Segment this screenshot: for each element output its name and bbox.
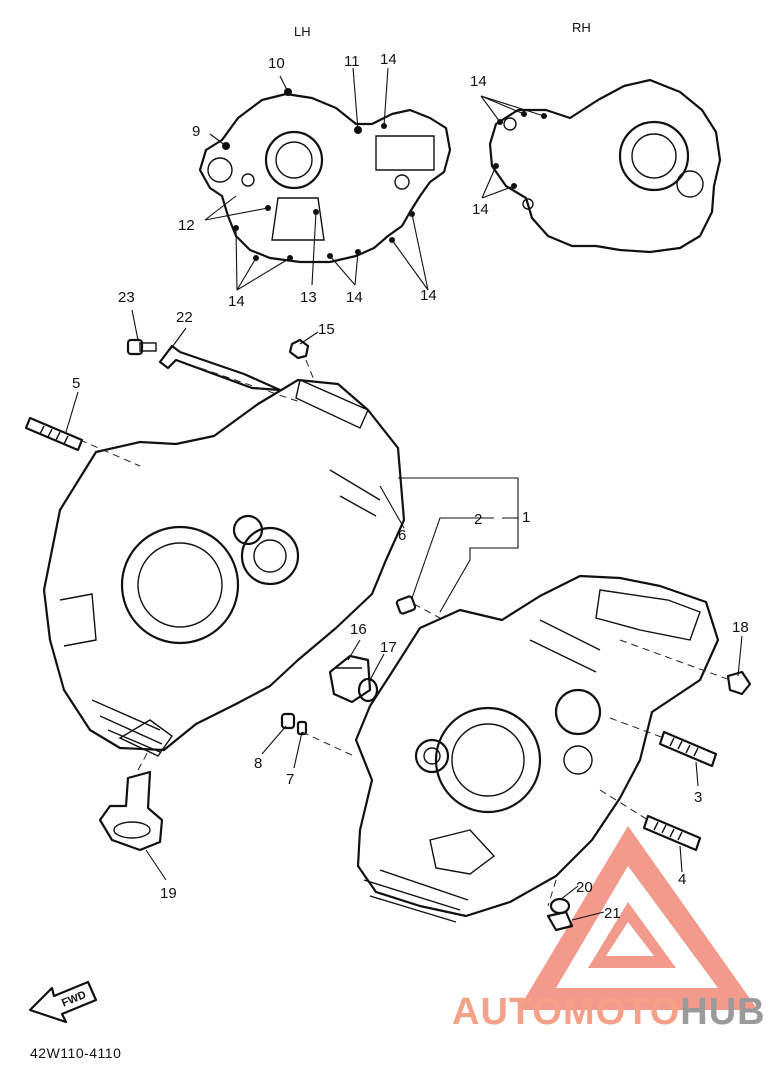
assembly-centerlines xyxy=(79,359,731,907)
o-ring-17 xyxy=(357,677,379,703)
callout-8: 8 xyxy=(254,755,262,772)
callout-22: 22 xyxy=(176,309,193,326)
svg-text:AUTOMOTOHUB: AUTOMOTOHUB xyxy=(452,991,766,1033)
stud-bolt-3 xyxy=(658,730,718,768)
brand-text-hub: HUB xyxy=(680,991,765,1033)
plate-22 xyxy=(158,344,282,392)
dowel-pin-2 xyxy=(395,595,417,615)
callout-9: 9 xyxy=(192,123,200,140)
callout-6: 6 xyxy=(398,527,406,544)
callout-17: 17 xyxy=(380,639,397,656)
fwd-arrow-icon: FWD xyxy=(28,980,98,1024)
brand-text-auto: AUTOMOTO xyxy=(452,991,680,1033)
callout-12: 12 xyxy=(178,217,195,234)
oil-strainer-19 xyxy=(98,770,164,852)
callout-14-rh-top: 14 xyxy=(470,73,487,90)
watermark-brand: AUTOMOTOHUB xyxy=(452,991,766,1033)
gasket-rh xyxy=(488,78,722,254)
callout-2: 2 xyxy=(474,511,482,528)
callout-10: 10 xyxy=(268,55,285,72)
callout-21: 21 xyxy=(604,905,621,922)
callout-14-lh-mid: 14 xyxy=(346,289,363,306)
callout-13: 13 xyxy=(300,289,317,306)
clip-18 xyxy=(726,670,752,696)
callout-23: 23 xyxy=(118,289,135,306)
nut-15 xyxy=(288,338,310,360)
callout-4: 4 xyxy=(678,871,686,888)
callout-19: 19 xyxy=(160,885,177,902)
callout-20: 20 xyxy=(576,879,593,896)
gasket-lh xyxy=(198,92,452,264)
plate-21 xyxy=(546,910,574,932)
callout-14-lh-top: 14 xyxy=(380,51,397,68)
callout-5: 5 xyxy=(72,375,80,392)
crankcase-right-half xyxy=(354,574,720,923)
watermark-triangle-logo xyxy=(518,826,758,1010)
callout-14-lh-left: 14 xyxy=(228,293,245,310)
stud-bolt-4 xyxy=(642,814,702,852)
callout-18: 18 xyxy=(732,619,749,636)
callout-14-rh-bottom: 14 xyxy=(472,201,489,218)
lh-label: LH xyxy=(294,24,311,39)
callout-15: 15 xyxy=(318,321,335,338)
callout-1: 1 xyxy=(522,509,530,526)
washer-20 xyxy=(549,897,571,915)
dowel-8 xyxy=(280,712,296,730)
gasket-lh-leaders xyxy=(204,67,429,291)
crankcase-left-half xyxy=(42,378,406,757)
gasket-rh-leaders xyxy=(480,95,545,199)
stud-bolt-5 xyxy=(24,416,84,452)
assembly-leaders xyxy=(65,309,743,921)
bolt-23 xyxy=(126,338,157,356)
part-code: 42W110-4110 xyxy=(30,1045,121,1061)
callout-14-lh-right: 14 xyxy=(420,287,437,304)
rh-label: RH xyxy=(572,20,591,35)
callout-16: 16 xyxy=(350,621,367,638)
callout-11: 11 xyxy=(344,53,360,70)
callout-3: 3 xyxy=(694,789,702,806)
callout-7: 7 xyxy=(286,771,294,788)
